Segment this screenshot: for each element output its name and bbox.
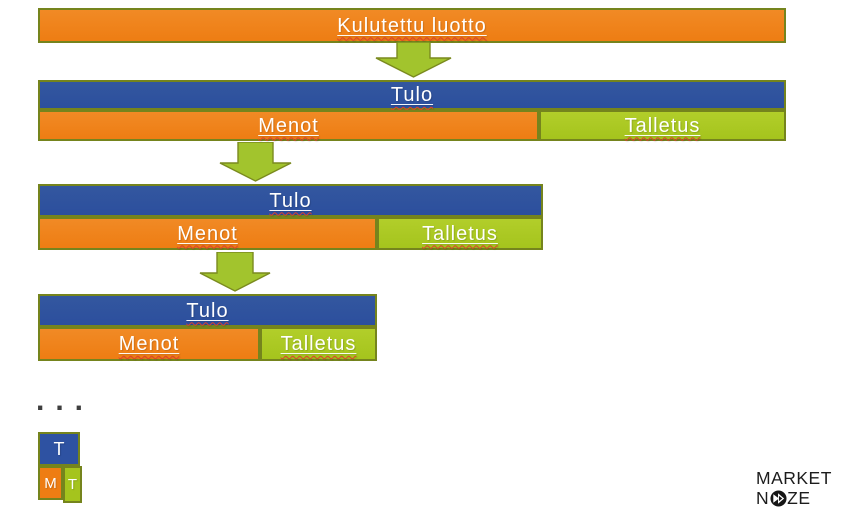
group1-tulo-label: Tulo	[391, 85, 433, 105]
shutter-circle-icon	[770, 489, 787, 507]
mini-talletus-letter: T	[67, 476, 78, 493]
down-arrow-3	[199, 252, 271, 292]
group2-talletus-text: Talletus	[422, 222, 498, 245]
group3-talletus-label: Talletus	[281, 334, 357, 354]
mini-menot-letter: M	[44, 474, 57, 492]
mini-tulo-block: T	[38, 432, 80, 466]
group2-tulo-bar: Tulo	[38, 184, 543, 217]
logo-line1: MARKET	[756, 468, 832, 488]
logo-line2-suffix: ZE	[787, 488, 811, 508]
continuation-ellipsis: ...	[36, 384, 95, 417]
group2-menot-label: Menot	[177, 224, 238, 244]
marketnoize-logo: MARKET N ZE	[756, 468, 832, 508]
bar-kulutettu-luotto-text: Kulutettu luotto	[337, 14, 487, 37]
group3-menot-text: Menot	[118, 333, 180, 355]
mini-menot-block: M	[38, 466, 63, 500]
group1-tulo-text: Tulo	[390, 84, 434, 106]
group3-tulo-text: Tulo	[186, 299, 229, 322]
group1-talletus-text: Talletus	[624, 114, 701, 137]
group1-tulo-bar: Tulo	[38, 80, 786, 110]
group2-talletus-label: Talletus	[422, 224, 498, 244]
bar-kulutettu-luotto-label: Kulutettu luotto	[337, 16, 486, 36]
group3-tulo-label: Tulo	[186, 301, 228, 321]
group2-talletus-bar: Talletus	[377, 217, 543, 250]
logo-line2-prefix: N	[756, 488, 770, 508]
mini-tulo-letter: T	[53, 438, 65, 459]
group3-menot-label: Menot	[119, 334, 180, 354]
group3-talletus-bar: Talletus	[260, 327, 377, 361]
group2-tulo-text: Tulo	[269, 189, 312, 212]
mini-talletus-block: T	[63, 466, 82, 503]
down-arrow-2	[219, 142, 292, 182]
group1-menot-label: Menot	[258, 116, 319, 136]
group2-menot-text: Menot	[177, 222, 238, 245]
group3-tulo-bar: Tulo	[38, 294, 377, 327]
group1-talletus-label: Talletus	[625, 116, 701, 136]
group1-talletus-bar: Talletus	[539, 110, 786, 141]
down-arrow-1	[375, 42, 452, 78]
group1-menot-bar: Menot	[38, 110, 539, 141]
group1-menot-text: Menot	[258, 114, 319, 137]
group2-tulo-label: Tulo	[269, 191, 311, 211]
group3-menot-bar: Menot	[38, 327, 260, 361]
group2-menot-bar: Menot	[38, 217, 377, 250]
group3-talletus-text: Talletus	[280, 333, 357, 355]
logo-line2: N ZE	[756, 488, 832, 508]
bar-kulutettu-luotto: Kulutettu luotto	[38, 8, 786, 43]
